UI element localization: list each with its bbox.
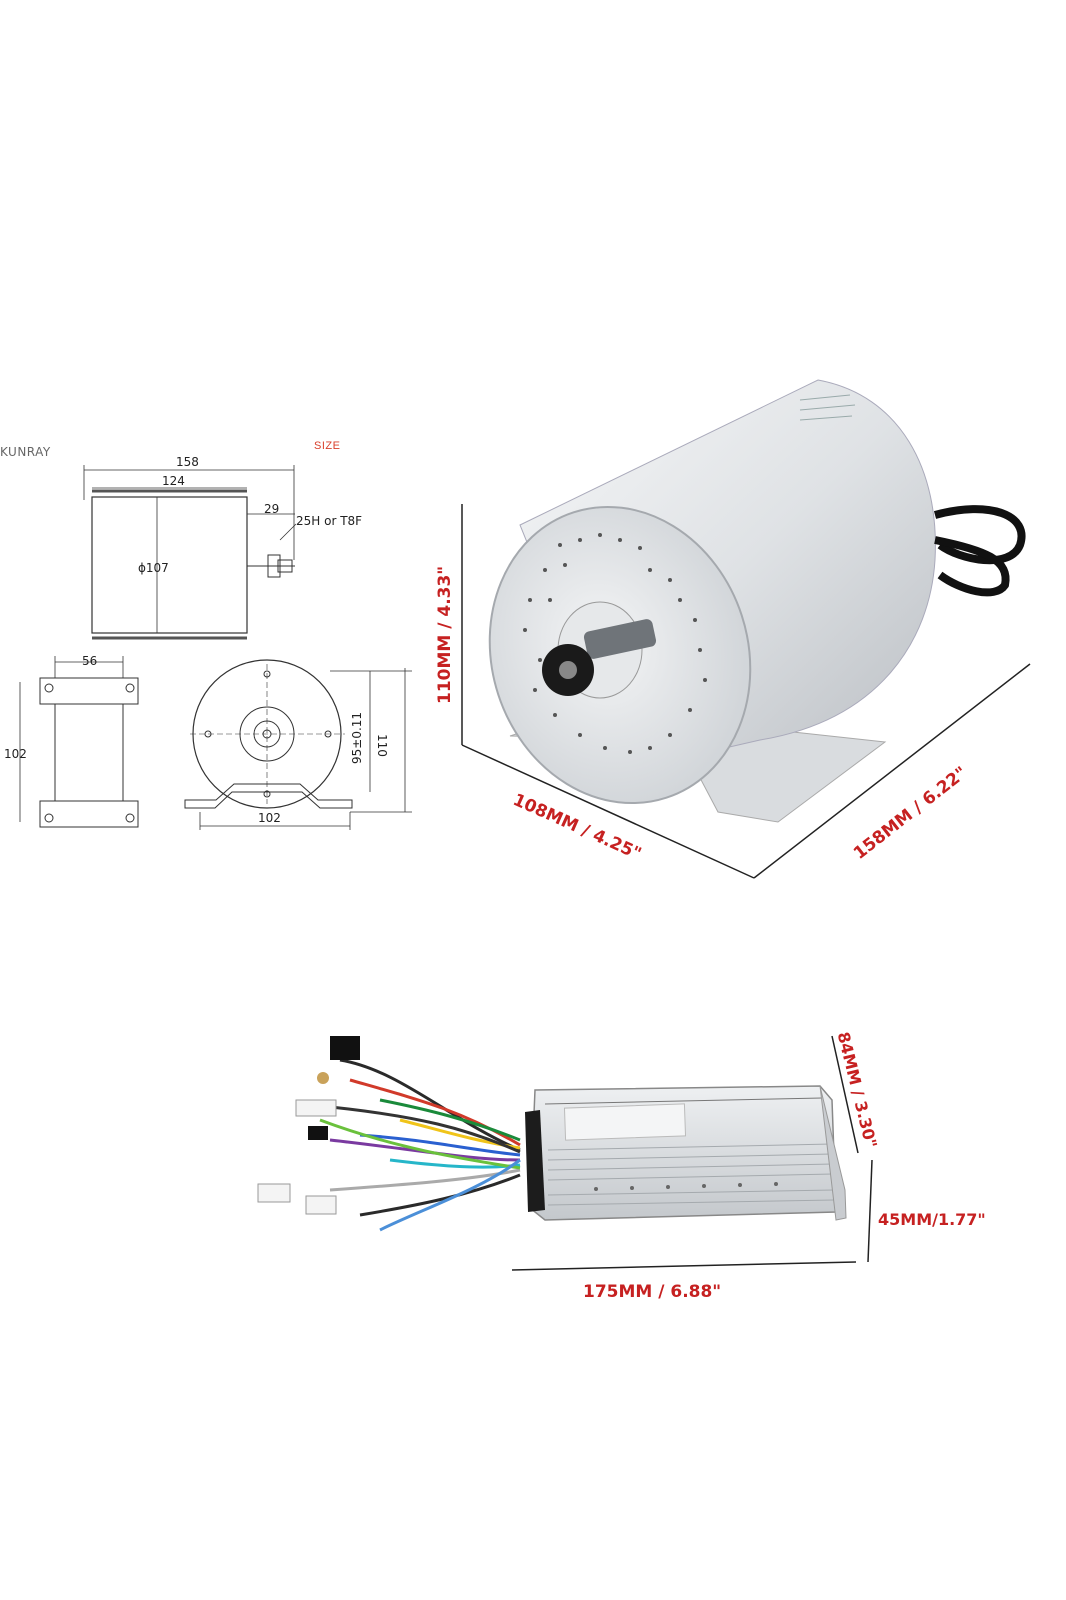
dim-shaft-length: 29: [264, 502, 280, 516]
dim-sprocket-type: 25H or T8F: [296, 514, 363, 528]
drawing-title: SIZE: [314, 440, 341, 452]
wire-connectors: [257, 1036, 360, 1215]
controller-length-label: 175MM / 6.88": [583, 1282, 722, 1302]
dim-side-height: 102: [4, 747, 27, 761]
brand-logo-text: KUNRAY: [0, 445, 51, 459]
dim-body-length: 124: [162, 474, 185, 488]
front-view-flange: [39, 677, 139, 705]
controller-height-label: 45MM/1.77": [878, 1210, 986, 1229]
side-view-body: [91, 496, 248, 634]
dim-base-width: 56: [82, 654, 98, 668]
dim-diameter: ϕ107: [138, 561, 169, 575]
dim-overall-length: 158: [176, 455, 199, 469]
dim-base-length: 102: [258, 811, 281, 825]
